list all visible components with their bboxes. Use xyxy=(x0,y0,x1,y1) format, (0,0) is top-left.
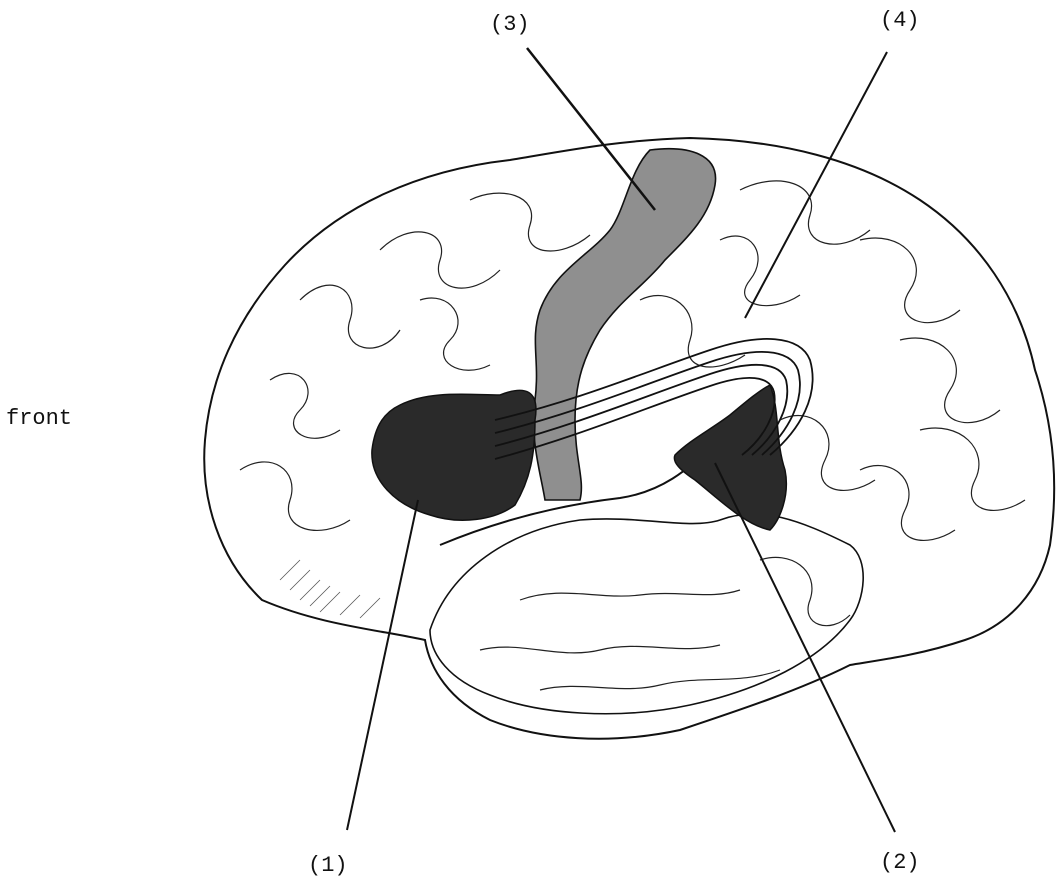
label-2: (2) xyxy=(880,850,920,875)
label-front: front xyxy=(6,406,72,431)
label-1: (1) xyxy=(308,853,348,878)
label-3: (3) xyxy=(490,12,530,37)
label-4: (4) xyxy=(880,8,920,33)
